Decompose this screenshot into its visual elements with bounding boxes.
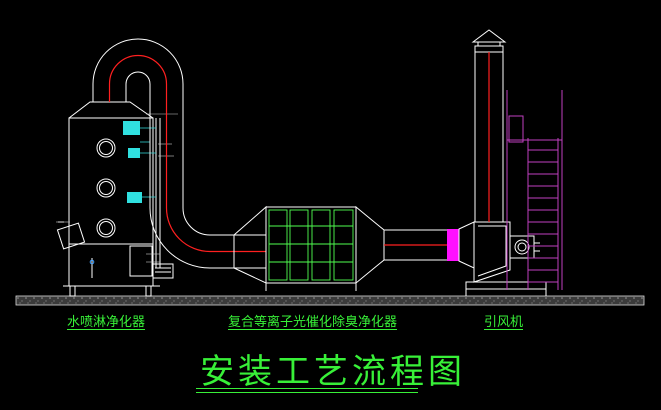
stack-ladder bbox=[506, 90, 563, 290]
duct-to-purifier bbox=[92, 38, 266, 269]
ground-slab bbox=[15, 295, 645, 306]
duct-to-fan bbox=[384, 229, 448, 261]
induced-draft-fan bbox=[458, 221, 547, 296]
spray-scrubber bbox=[56, 101, 174, 297]
spray-pipe-marks bbox=[140, 127, 156, 198]
spray-nozzles bbox=[123, 121, 142, 203]
exhaust-stack bbox=[471, 29, 507, 222]
title-underline-1 bbox=[196, 388, 418, 389]
purifier-label: 复合等离子光催化除臭净化器 bbox=[228, 315, 398, 330]
title-underline-2 bbox=[196, 392, 418, 393]
scrubber-annotations bbox=[56, 113, 178, 263]
diagram-title: 安装工艺流程图 bbox=[200, 352, 466, 392]
plasma-purifier bbox=[233, 205, 385, 291]
scrubber-label: 水喷淋净化器 bbox=[67, 315, 146, 330]
purifier-modules bbox=[268, 209, 354, 281]
flange-connector bbox=[447, 229, 459, 261]
fan-label: 引风机 bbox=[484, 315, 524, 330]
